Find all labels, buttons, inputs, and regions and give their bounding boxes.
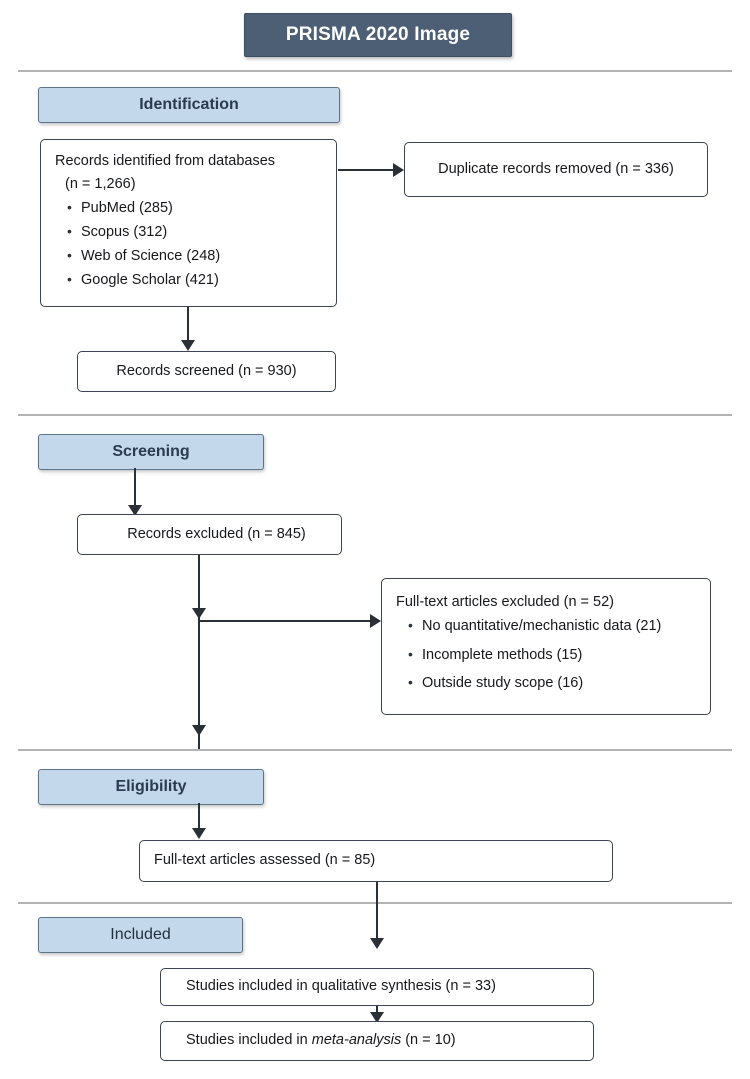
list-item: Incomplete methods (15): [408, 645, 698, 666]
fulltext-assessed-label: Full-text articles assessed (n = 85): [154, 852, 376, 869]
list-item: No quantitative/mechanistic data (21): [408, 616, 698, 637]
list-item: Outside study scope (16): [408, 673, 698, 694]
node-fulltext-assessed: Full-text articles assessed (n = 85): [139, 840, 613, 882]
connector-excluded-to-fulltext-excluded: [198, 620, 372, 622]
records-identified-count: (n = 1,266): [65, 176, 136, 193]
node-fulltext-excluded: Full-text articles excluded (n = 52) No …: [381, 578, 711, 715]
node-records-screened: Records screened (n = 930): [77, 351, 336, 392]
arrowhead-down-assessed: [192, 828, 206, 839]
duplicates-removed-label: Duplicate records removed (n = 336): [438, 160, 674, 177]
arrowhead-down-excluded: [128, 505, 142, 516]
divider-top: [18, 70, 732, 72]
node-records-excluded: Records excluded (n = 845): [77, 514, 342, 555]
meta-analysis-emphasis: meta-analysis: [311, 1032, 402, 1049]
arrowhead-down-screened: [181, 340, 195, 351]
node-qualitative-synthesis: Studies included in qualitative synthesi…: [160, 968, 594, 1006]
list-item: Google Scholar (421): [67, 270, 324, 291]
connector-identified-to-screened: [187, 307, 189, 342]
node-records-identified: Records identified from databases (n = 1…: [40, 139, 337, 307]
connector-screening-to-excluded: [134, 468, 136, 507]
divider-eligibility-included: [18, 902, 732, 904]
records-identified-heading: Records identified from databases: [55, 153, 276, 169]
connector-assessed-to-qualitative: [376, 882, 378, 944]
meta-analysis-prefix: Studies included in: [186, 1032, 312, 1049]
meta-analysis-suffix: (n = 10): [401, 1032, 456, 1049]
page-title: PRISMA 2020 Image: [244, 13, 512, 57]
stage-label-included: Included: [38, 917, 243, 953]
connector-identified-to-duplicates: [338, 169, 394, 171]
arrowhead-down-eligibility: [192, 725, 206, 736]
meta-analysis-label: Studies included in meta-analysis (n = 1…: [186, 1030, 456, 1051]
node-meta-analysis: Studies included in meta-analysis (n = 1…: [160, 1021, 594, 1061]
records-excluded-label: Records excluded (n = 845): [127, 525, 306, 542]
divider-screening-eligibility: [18, 749, 732, 751]
connector-eligibility-to-assessed: [198, 803, 200, 830]
list-item: PubMed (285): [67, 198, 324, 219]
divider-identification-screening: [18, 414, 732, 416]
stage-label-identification: Identification: [38, 87, 340, 123]
stage-label-screening: Screening: [38, 434, 264, 470]
list-item: Scopus (312): [67, 222, 324, 243]
qualitative-synthesis-label: Studies included in qualitative synthesi…: [186, 978, 496, 995]
connector-excluded-spine: [198, 555, 200, 749]
list-item: Web of Science (248): [67, 246, 324, 267]
arrowhead-down-branch-junction: [192, 608, 206, 619]
arrowhead-down-qualitative: [370, 938, 384, 949]
records-screened-label: Records screened (n = 930): [116, 362, 297, 379]
fulltext-excluded-heading: Full-text articles excluded (n = 52): [396, 594, 614, 610]
stage-label-eligibility: Eligibility: [38, 769, 264, 805]
arrowhead-down-meta: [370, 1012, 384, 1023]
node-duplicates-removed: Duplicate records removed (n = 336): [404, 142, 708, 197]
fulltext-excluded-reason-list: No quantitative/mechanistic data (21) In…: [396, 616, 698, 694]
arrowhead-right-duplicates: [393, 163, 404, 177]
connector-qualitative-to-meta: [376, 1006, 378, 1015]
arrowhead-right-fulltext-excluded: [370, 614, 381, 628]
records-identified-source-list: PubMed (285) Scopus (312) Web of Science…: [55, 198, 324, 291]
